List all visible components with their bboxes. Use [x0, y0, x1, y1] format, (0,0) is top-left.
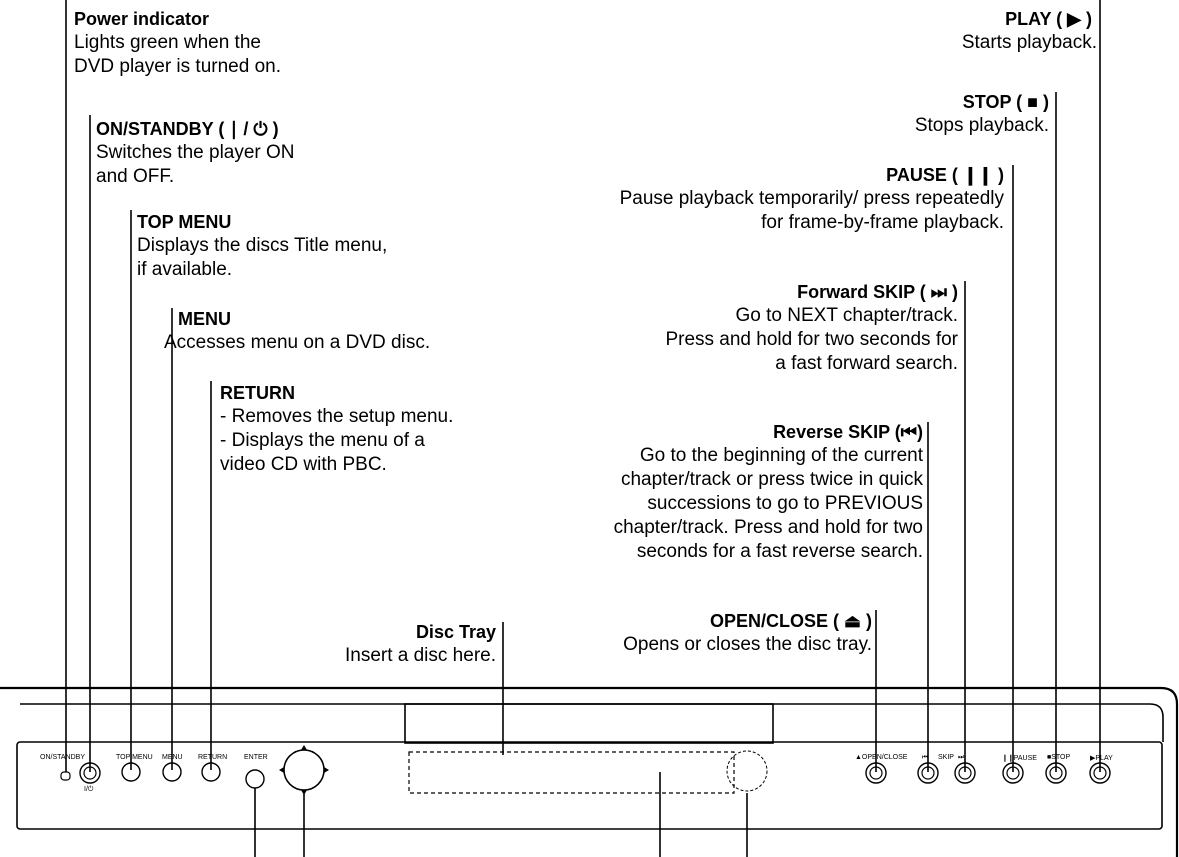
callout-line: seconds for a fast reverse search.: [636, 541, 923, 562]
callout-line: Displays the discs Title menu,: [137, 235, 388, 256]
callout-onstandby: ON/STANDBY ( ∣ / ⏻ ) Switches the player…: [96, 117, 295, 189]
pause-button-outer: [1002, 762, 1024, 784]
callout-title: PLAY ( ▶ ): [1005, 9, 1092, 29]
callout-power: Power indicator Lights green when the DV…: [74, 7, 281, 79]
power-indicator-led: [60, 771, 71, 781]
callout-return: RETURN - Removes the setup menu. - Displ…: [220, 381, 453, 477]
skip-prev-button-inner: [921, 766, 935, 780]
callout-line: Go to the beginning of the current: [639, 445, 923, 466]
openclose-button-outer: [865, 762, 887, 784]
callout-line: chapter/track. Press and hold for two: [613, 517, 923, 538]
enter-button: [245, 769, 265, 789]
remote-sensor: [726, 750, 768, 792]
callout-menu: MENU Accesses menu on a DVD disc.: [164, 307, 430, 355]
panel-label-skip-prev: ⏮: [922, 754, 929, 761]
panel-label-stop: ■STOP: [1047, 754, 1071, 761]
callout-line: Pause playback temporarily/ press repeat…: [619, 188, 1004, 209]
callout-line: Go to NEXT chapter/track.: [735, 305, 958, 326]
panel-label-skip: SKIP: [938, 754, 954, 761]
callout-title: RETURN: [220, 383, 295, 403]
callout-title: Disc Tray: [415, 622, 496, 642]
play-button-inner: [1093, 766, 1107, 780]
display-window: [408, 751, 735, 794]
callout-line: - Removes the setup menu.: [220, 406, 454, 427]
panel-label-skip-next: ⏭: [958, 754, 965, 761]
callout-line: chapter/track or press twice in quick: [620, 469, 923, 490]
panel-label-play: ▶PLAY: [1090, 755, 1113, 762]
callout-line: successions to go to PREVIOUS: [647, 493, 923, 514]
callout-disctray: Disc Tray Insert a disc here.: [345, 620, 496, 668]
callout-line: Lights green when the: [74, 32, 261, 53]
callout-line: Accesses menu on a DVD disc.: [164, 332, 431, 353]
callout-title: TOP MENU: [137, 212, 232, 232]
callout-line: Switches the player ON: [96, 142, 295, 163]
player-body-outline: [0, 686, 1179, 857]
openclose-button-inner: [869, 766, 883, 780]
stop-button-outer: [1045, 762, 1067, 784]
callout-title: STOP ( ■ ): [962, 92, 1049, 112]
callout-title: Power indicator: [74, 9, 210, 29]
callout-openclose: OPEN/CLOSE ( ⏏ ) Opens or closes the dis…: [623, 609, 872, 657]
nav-down-arrow-icon: [301, 790, 307, 795]
nav-right-arrow-icon: [324, 767, 329, 773]
callout-stop: STOP ( ■ ) Stops playback.: [915, 90, 1049, 138]
panel-label-menu: MENU: [162, 754, 183, 761]
callout-line: Insert a disc here.: [344, 645, 496, 666]
callout-fwdskip: Forward SKIP ( ⏭ ) Go to NEXT chapter/tr…: [665, 280, 958, 376]
callout-line: Opens or closes the disc tray.: [623, 634, 872, 655]
callout-title: Reverse SKIP (⏮): [773, 422, 923, 442]
play-button-outer: [1089, 762, 1111, 784]
callout-title: OPEN/CLOSE ( ⏏ ): [709, 611, 872, 631]
callout-line: if available.: [137, 259, 233, 280]
skip-next-button-outer: [954, 762, 976, 784]
callout-line: Press and hold for two seconds for: [665, 329, 958, 350]
callout-title: MENU: [178, 309, 231, 329]
front-panel: [16, 741, 1163, 830]
callout-line: and OFF.: [96, 166, 175, 187]
panel-label-pause: ❙❙PAUSE: [1002, 755, 1037, 762]
onstandby-button-inner: [83, 766, 97, 780]
panel-label-return: RETURN: [198, 754, 228, 761]
panel-label-openclose: ▲OPEN/CLOSE: [855, 754, 908, 761]
panel-label-topmenu: TOP MENU: [116, 754, 153, 761]
disc-tray: [404, 703, 774, 744]
callout-line: DVD player is turned on.: [74, 56, 281, 77]
panel-label-onstandby-symbol: I/⏻: [84, 786, 94, 793]
onstandby-button-outer: [79, 762, 101, 784]
nav-pad: [283, 749, 325, 791]
callout-line: Stops playback.: [914, 115, 1049, 136]
return-button: [201, 762, 221, 782]
callout-line: a fast forward search.: [775, 353, 958, 374]
callout-play: PLAY ( ▶ ) Starts playback.: [962, 7, 1097, 55]
skip-next-button-inner: [958, 766, 972, 780]
callout-pause: PAUSE ( ❙❙ ) Pause playback temporarily/…: [620, 163, 1004, 235]
panel-label-enter: ENTER: [244, 754, 268, 761]
nav-up-arrow-icon: [301, 745, 307, 750]
callout-revskip: Reverse SKIP (⏮) Go to the beginning of …: [614, 420, 923, 564]
callout-line: video CD with PBC.: [220, 454, 387, 475]
callout-title: ON/STANDBY ( ∣ / ⏻ ): [96, 119, 279, 139]
topmenu-button: [121, 762, 141, 782]
callout-line: for frame-by-frame playback.: [761, 212, 1004, 233]
nav-left-arrow-icon: [279, 767, 284, 773]
callout-line: - Displays the menu of a: [220, 430, 425, 451]
callout-title: Forward SKIP ( ⏭ ): [797, 282, 958, 302]
callout-topmenu: TOP MENU Displays the discs Title menu, …: [137, 210, 387, 282]
pause-button-inner: [1006, 766, 1020, 780]
stop-button-inner: [1049, 766, 1063, 780]
panel-label-onstandby: ON/STANDBY: [40, 754, 85, 761]
callout-title: PAUSE ( ❙❙ ): [886, 165, 1004, 185]
player-bezel-top: [20, 703, 1164, 742]
skip-prev-button-outer: [917, 762, 939, 784]
menu-button: [162, 762, 182, 782]
callout-line: Starts playback.: [961, 32, 1097, 53]
